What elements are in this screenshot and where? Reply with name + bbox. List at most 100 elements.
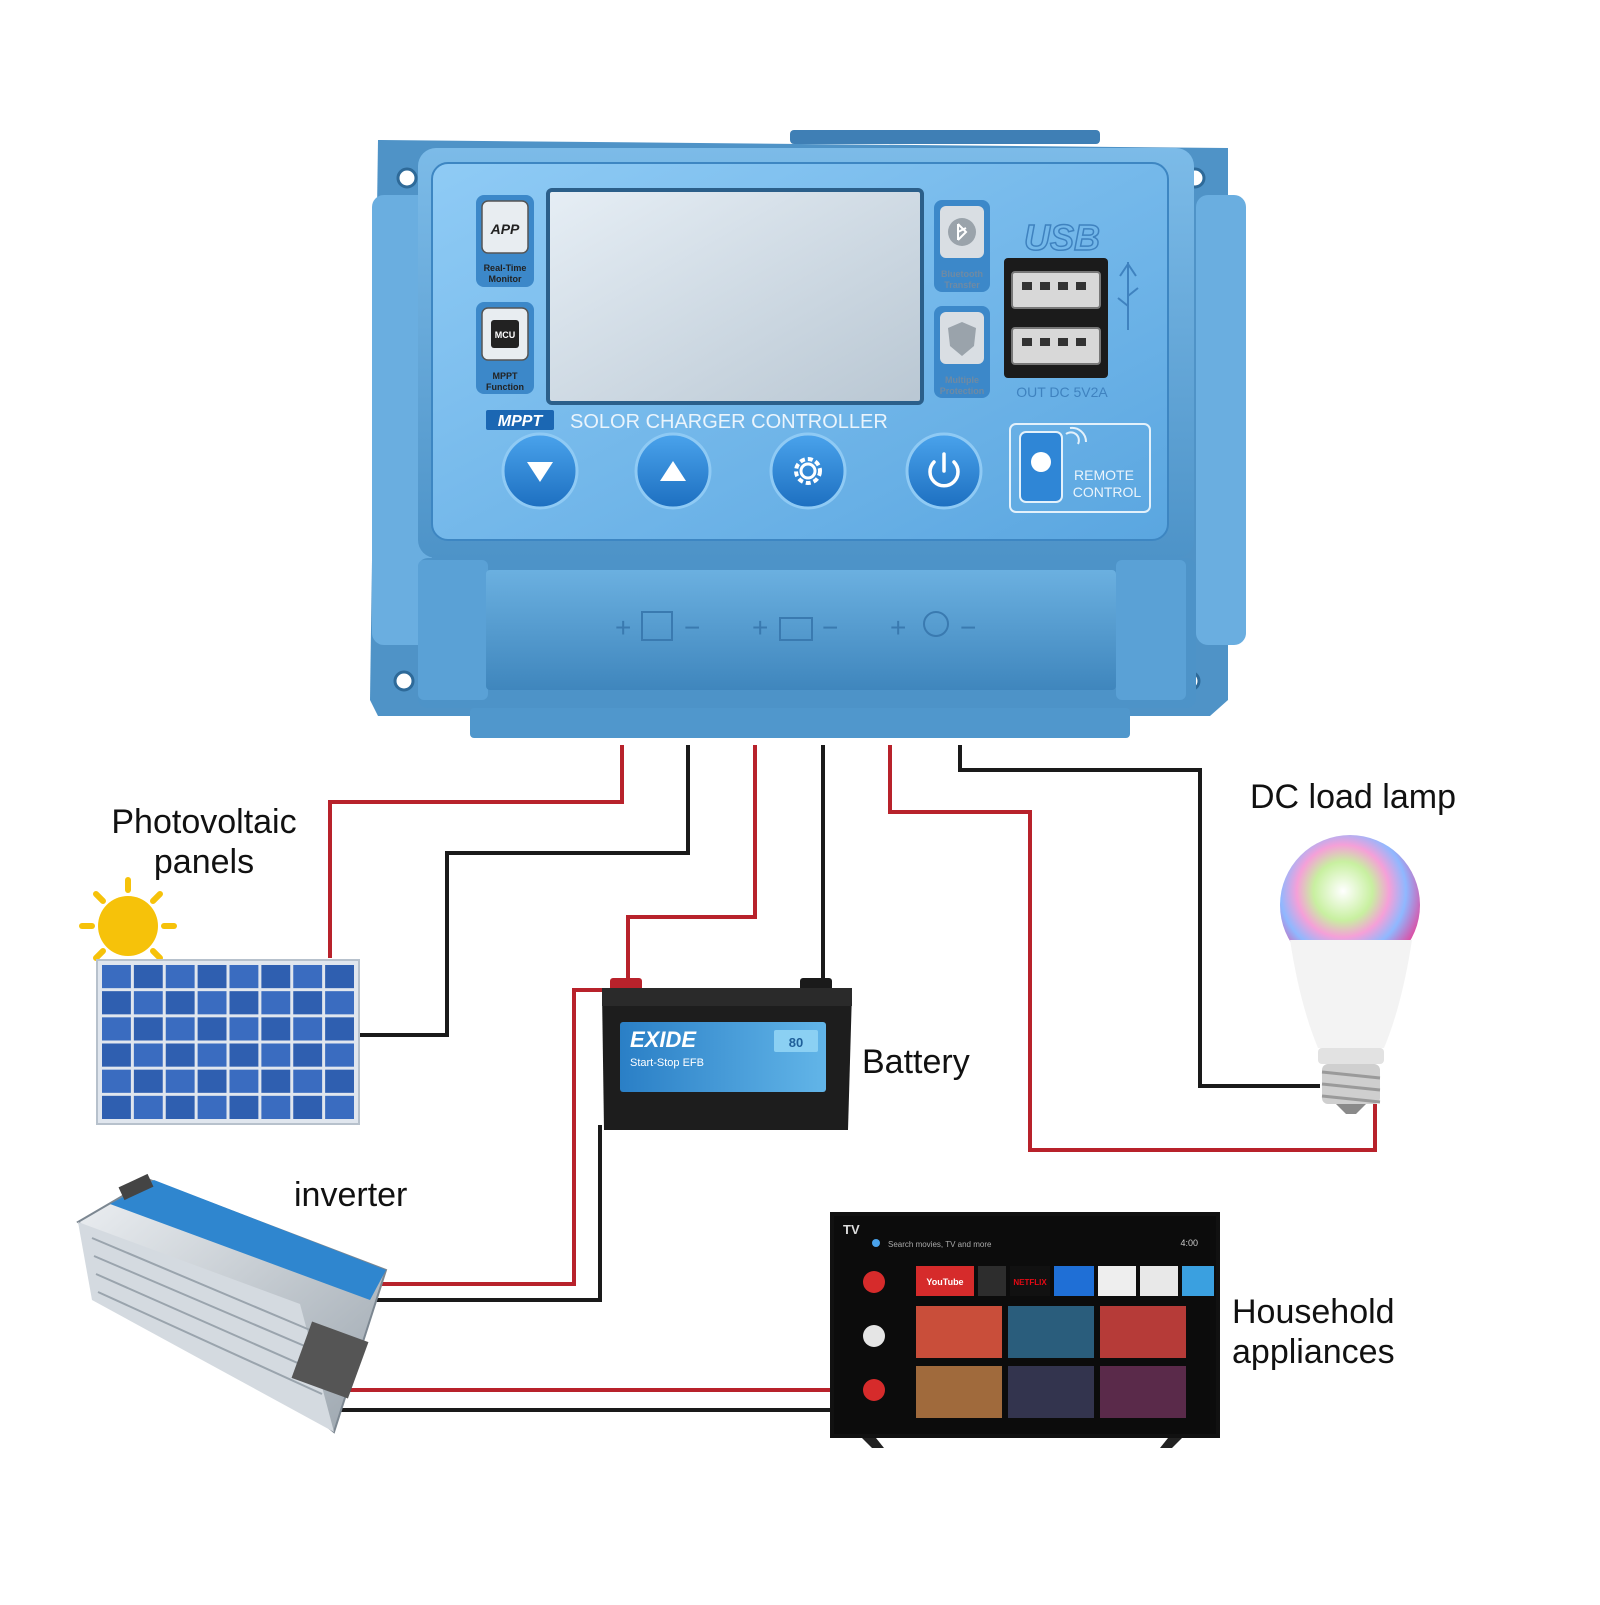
label-appliances-line1: Household (1232, 1293, 1395, 1331)
solar-cells (102, 965, 354, 1119)
remote-control-badge: REMOTE CONTROL (1009, 423, 1151, 513)
wire-inverter-positive (382, 988, 610, 1286)
usb-port[interactable] (1011, 327, 1101, 365)
controller-title: SOLOR CHARGER CONTROLLER (570, 411, 888, 433)
solar-cell (261, 1095, 291, 1119)
usb-output: OUT DC 5V2A (1016, 384, 1108, 400)
solar-cell (325, 1095, 354, 1119)
battery: EXIDE Start-Stop EFB 80 (602, 978, 852, 1130)
remote-text-2: CONTROL (1073, 484, 1142, 500)
mppt-badge: MPPT (498, 413, 544, 430)
solar-cell (102, 1017, 131, 1041)
solar-cell (133, 991, 163, 1015)
photovoltaic-panel (79, 877, 360, 1125)
solar-cell (261, 965, 291, 989)
solar-cell (325, 965, 354, 989)
up-button[interactable] (634, 432, 712, 510)
app-caption-2: Monitor (489, 274, 522, 284)
wire-lamp-positive (888, 745, 1377, 1152)
tv-app-netflix: NETFLIX (1013, 1278, 1047, 1287)
solar-cell (165, 1017, 195, 1041)
bluetooth-icon (948, 218, 976, 246)
solar-cell (197, 965, 227, 989)
wire-pv-positive (328, 745, 624, 958)
solar-cell (229, 991, 259, 1015)
solar-cell (261, 1043, 291, 1067)
charge-controller: APP Real-Time Monitor MCU MPPT Function … (370, 130, 1246, 738)
wire-inverter-negative (374, 1125, 602, 1302)
down-arrow-icon (527, 462, 553, 482)
solar-cell (102, 1069, 131, 1093)
solar-cell (293, 991, 323, 1015)
solar-cell (165, 1069, 195, 1093)
solar-cell (293, 1069, 323, 1093)
app-badge-text: APP (490, 221, 520, 237)
solar-cell (133, 1043, 163, 1067)
label-pv-line2: panels (153, 843, 255, 881)
label-inverter: inverter (294, 1176, 408, 1214)
solar-cell (102, 991, 131, 1015)
assistant-icon (872, 1239, 880, 1247)
tv-app-youtube: YouTube (926, 1277, 963, 1287)
solar-cell (102, 1095, 131, 1119)
solar-cell (229, 1069, 259, 1093)
solar-cell (325, 1017, 354, 1041)
solar-cell (229, 1043, 259, 1067)
settings-button[interactable] (769, 432, 847, 510)
label-lamp: DC load lamp (1250, 778, 1456, 816)
gear-icon (794, 457, 822, 485)
tv-time: 4:00 (1180, 1238, 1198, 1248)
pv-minus: − (684, 612, 700, 643)
solar-cell (197, 1043, 227, 1067)
app-caption-1: Real-Time (484, 263, 527, 273)
load-plus: + (890, 612, 906, 643)
battery-plus: + (752, 612, 768, 643)
television: TV Search movies, TV and more 4:00 YouTu… (830, 1212, 1220, 1448)
solar-cell (165, 1095, 195, 1119)
solar-cell (325, 1069, 354, 1093)
terminal-cover (486, 570, 1116, 690)
sun-icon (79, 877, 177, 975)
usb-port[interactable] (1011, 271, 1101, 309)
app-icon (863, 1325, 885, 1347)
mcu-badge: MCU MPPT Function (476, 302, 534, 394)
mcu-caption-1: MPPT (492, 371, 518, 381)
tv-search-hint: Search movies, TV and more (888, 1240, 992, 1249)
pv-plus: + (615, 612, 631, 643)
lcd-screen (546, 188, 924, 405)
solar-cell (293, 1017, 323, 1041)
up-arrow-icon (660, 461, 686, 481)
power-button[interactable] (905, 432, 983, 510)
solar-cell (197, 1017, 227, 1041)
solar-cell (133, 1069, 163, 1093)
app-badge: APP Real-Time Monitor (476, 195, 534, 287)
bulb-icon (923, 611, 949, 637)
solar-cell (325, 991, 354, 1015)
wires (328, 745, 1377, 1412)
solar-cell (197, 1069, 227, 1093)
solar-cell (133, 965, 163, 989)
mounting-hole (396, 167, 418, 189)
solar-cell (261, 1017, 291, 1041)
app-icon (863, 1271, 885, 1293)
mounting-hole (393, 670, 415, 692)
bt-caption-2: Transfer (944, 280, 980, 290)
solar-cell (293, 1043, 323, 1067)
chip-icon (491, 320, 519, 348)
terminal-symbols: + − + − + − (615, 611, 976, 643)
load-minus: − (960, 612, 976, 643)
protection-badge: Multiple Protection (934, 306, 990, 398)
battery-model: Start-Stop EFB (630, 1057, 704, 1069)
usb-ports: USB OUT DC 5V2A (1004, 216, 1139, 400)
down-button[interactable] (501, 432, 579, 510)
bluetooth-badge: Bluetooth Transfer (934, 200, 990, 292)
solar-cell (197, 1095, 227, 1119)
solar-cell (165, 991, 195, 1015)
wire-battery-positive (626, 745, 757, 985)
battery-capacity: 80 (789, 1035, 803, 1050)
solar-cell (261, 991, 291, 1015)
mcu-caption-2: Function (486, 382, 524, 392)
solar-cell (197, 991, 227, 1015)
